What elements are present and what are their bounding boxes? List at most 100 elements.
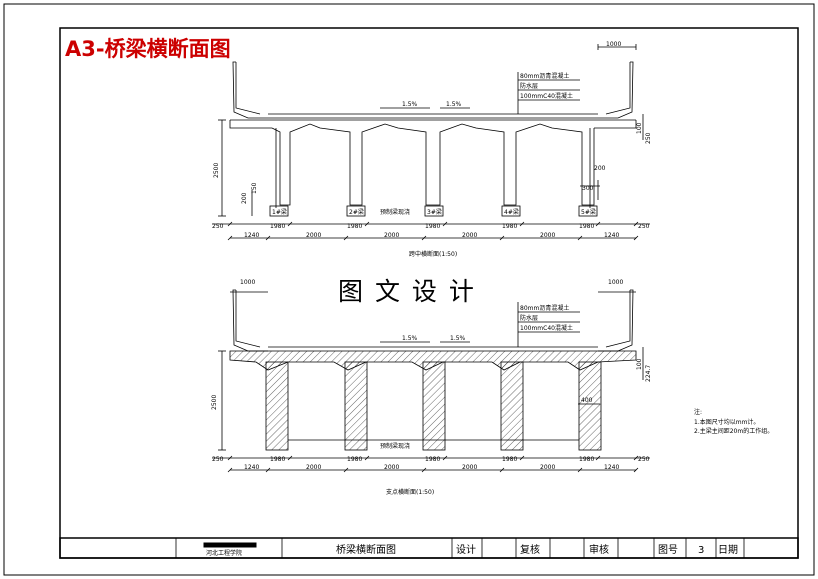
title-block — [59, 537, 799, 559]
title-block-approve: 审核 — [589, 543, 609, 556]
beam-label-2: 2#梁 — [349, 208, 364, 216]
bottom-row2-label-5: 1240 — [604, 464, 619, 471]
top-tick-b-5 — [577, 235, 583, 241]
bottom-tick-b-6 — [633, 467, 639, 473]
beam-label-1: 1#梁 — [272, 208, 287, 216]
bottom-row2-label-2: 2000 — [384, 464, 399, 471]
bottom-tick-a-2 — [364, 455, 370, 461]
top-tick-b-2 — [343, 235, 349, 241]
top-tick-a-0 — [227, 221, 233, 227]
bottom-tick-b-2 — [343, 467, 349, 473]
bottom-row1-label-4: 1980 — [502, 456, 517, 463]
top-row2-label-5: 1240 — [604, 232, 619, 239]
top-left-dim-150: 150 — [251, 182, 258, 194]
top-tick-a-4 — [519, 221, 525, 227]
top-height-2500: 2500 — [213, 163, 220, 178]
bottom-slope-left: 1.5% — [402, 335, 418, 342]
bottom-dim-1000-right: 1000 — [608, 279, 623, 286]
title-block-sheet-no-label: 图号 — [658, 544, 678, 556]
notes-line-2: 2.主梁主间距20m的工作组。 — [694, 427, 773, 435]
title-block-date: 日期 — [718, 544, 738, 556]
bottom-height-2500: 2500 — [211, 395, 218, 410]
notes-line-1: 1.本图尺寸均以mm计。 — [694, 418, 759, 426]
bottom-dim-row-1: 250 1980 1980 1980 1980 1980 250 — [212, 456, 650, 463]
bottom-row2-label-1: 2000 — [306, 464, 321, 471]
bottom-tick-b-0 — [227, 467, 233, 473]
top-pavement-2: 防水层 — [520, 82, 538, 90]
top-tick-b-6 — [633, 235, 639, 241]
bottom-tick-b-1 — [265, 467, 271, 473]
bottom-tick-a-1 — [287, 455, 293, 461]
bottom-row1-label-2: 1980 — [347, 456, 362, 463]
top-tick-b-0 — [227, 235, 233, 241]
bottom-right-dim-224: 224.7 — [645, 365, 652, 382]
bottom-row1-label-1: 1980 — [270, 456, 285, 463]
top-note-label: 预制梁现浇 — [380, 208, 410, 216]
top-dim-1000: 1000 — [606, 41, 621, 48]
beam-label-5: 5#梁 — [581, 208, 596, 216]
top-pavement-3: 100mmC40混凝土 — [520, 92, 573, 100]
top-row1-label-3: 1980 — [425, 223, 440, 230]
top-dim-ticks — [227, 221, 639, 241]
top-row1-label-4: 1980 — [502, 223, 517, 230]
title-block-review: 复核 — [520, 543, 540, 556]
bottom-tick-a-4 — [519, 455, 525, 461]
bottom-row2-label-3: 2000 — [462, 464, 477, 471]
top-right-dim-300: 300 — [582, 185, 594, 192]
top-row1-label-1: 1980 — [270, 223, 285, 230]
beam-label-3: 3#梁 — [427, 208, 442, 216]
bottom-row1-label-3: 1980 — [425, 456, 440, 463]
bottom-tick-a-3 — [442, 455, 448, 461]
top-tick-b-1 — [265, 235, 271, 241]
top-tick-b-3 — [421, 235, 427, 241]
top-row1-label-5: 1980 — [579, 223, 594, 230]
notes-head: 注: — [694, 408, 702, 416]
bottom-row1-label-6: 250 — [638, 456, 650, 463]
bottom-tick-a-5 — [595, 455, 601, 461]
title-block-drawing-name: 桥梁横断面图 — [336, 543, 396, 556]
bottom-right-dim-100: 100 — [636, 358, 643, 370]
bottom-pavement-2: 防水层 — [520, 314, 538, 322]
top-slope-left: 1.5% — [402, 101, 418, 108]
bottom-dim-1000-left: 1000 — [240, 279, 255, 286]
top-tick-b-4 — [499, 235, 505, 241]
bottom-tick-b-3 — [421, 467, 427, 473]
bottom-row2-label-4: 2000 — [540, 464, 555, 471]
top-right-dim-200: 200 — [594, 165, 606, 172]
top-pavement-1: 80mm沥青混凝土 — [520, 72, 569, 80]
bottom-slope-right: 1.5% — [450, 335, 466, 342]
watermark-text: 图 文 设 计 — [338, 277, 476, 306]
bottom-tick-a-6 — [633, 455, 639, 461]
bottom-note-label: 预制梁现浇 — [380, 442, 410, 450]
bottom-mid-dim-400: 400 — [581, 397, 593, 404]
bottom-dim-row-2: 1240 2000 2000 2000 2000 1240 — [244, 464, 619, 471]
top-tick-a-3 — [442, 221, 448, 227]
top-caption: 跨中横断面(1:50) — [409, 250, 457, 258]
top-row1-label-2: 1980 — [347, 223, 362, 230]
top-row1-label-0: 250 — [212, 223, 224, 230]
top-row1-label-6: 250 — [638, 223, 650, 230]
bottom-row1-label-0: 250 — [212, 456, 224, 463]
bottom-pavement-1: 80mm沥青混凝土 — [520, 304, 569, 312]
beam-label-4: 4#梁 — [504, 208, 519, 216]
title-block-sheet-no: 3 — [698, 545, 704, 556]
bottom-tick-b-5 — [577, 467, 583, 473]
top-right-dim-250: 250 — [645, 132, 652, 144]
top-tick-a-6 — [633, 221, 639, 227]
top-row2-label-0: 1240 — [244, 232, 259, 239]
top-section — [212, 44, 650, 239]
bottom-row1-label-5: 1980 — [579, 456, 594, 463]
top-row2-label-2: 2000 — [384, 232, 399, 239]
top-row2-label-4: 2000 — [540, 232, 555, 239]
top-tick-a-2 — [364, 221, 370, 227]
top-row2-label-3: 2000 — [462, 232, 477, 239]
bottom-caption: 支点横断面(1:50) — [386, 488, 434, 496]
top-tick-a-1 — [287, 221, 293, 227]
top-dim-row-1: 250 1980 1980 1980 1980 1980 250 — [212, 223, 650, 230]
title-block-logo-text: 河北工程学院 — [206, 549, 242, 557]
title-block-design: 设计 — [456, 543, 476, 556]
outer-frame — [3, 3, 815, 576]
bottom-tick-b-4 — [499, 467, 505, 473]
bottom-row2-label-0: 1240 — [244, 464, 259, 471]
